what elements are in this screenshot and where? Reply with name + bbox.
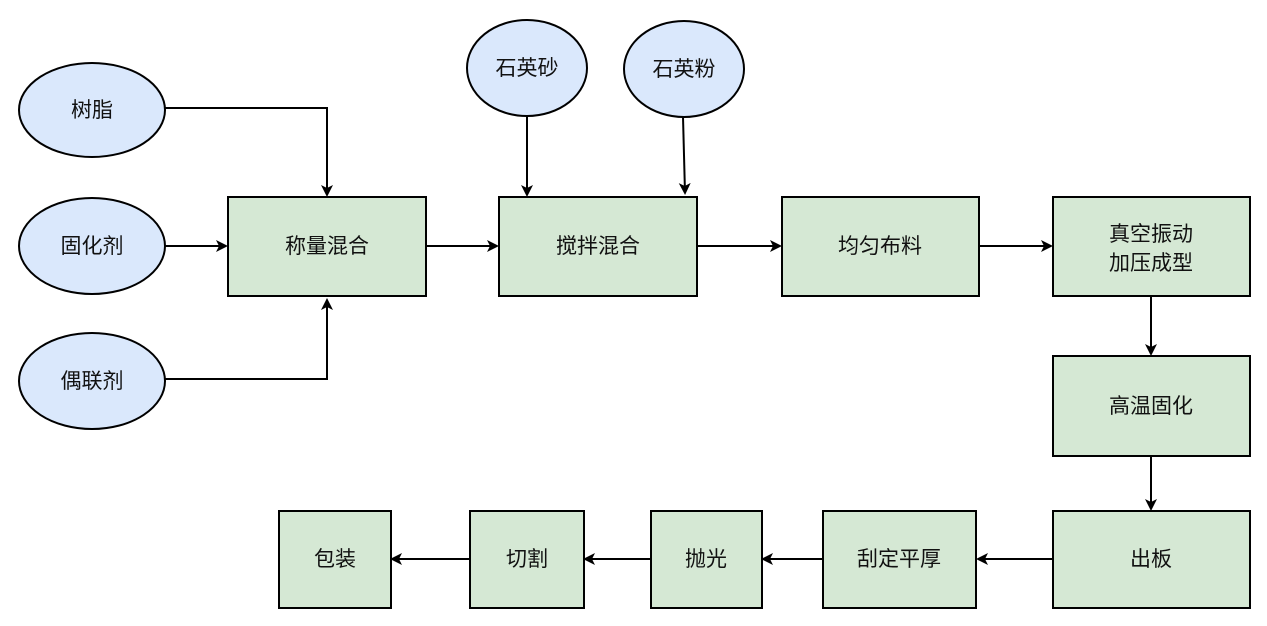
input-quartz-sand: 石英砂 bbox=[466, 19, 588, 117]
step-vacuum-press-label-line2: 加压成型 bbox=[1109, 251, 1193, 275]
step-scrape-level: 刮定平厚 bbox=[822, 510, 977, 609]
input-resin-label: 树脂 bbox=[71, 98, 113, 122]
step-package: 包装 bbox=[278, 510, 392, 609]
step-vacuum-press: 真空振动 加压成型 bbox=[1052, 196, 1251, 297]
edge-quartz-powder-to-stir bbox=[678, 116, 691, 195]
process-nodes: 称量混合 搅拌混合 均匀布料 真空振动 加压成型 高温固化 出板 刮定平厚 bbox=[227, 196, 1251, 609]
input-curing-agent-label: 固化剂 bbox=[61, 234, 124, 258]
step-high-temp-cure: 高温固化 bbox=[1052, 355, 1251, 457]
edge-resin-to-weigh bbox=[165, 107, 333, 197]
input-quartz-powder-label: 石英粉 bbox=[653, 57, 716, 81]
input-nodes: 树脂 固化剂 偶联剂 石英砂 石英粉 bbox=[18, 19, 745, 430]
input-coupling-agent-label: 偶联剂 bbox=[61, 369, 124, 393]
step-weigh-mix: 称量混合 bbox=[227, 196, 427, 297]
step-weigh-mix-label: 称量混合 bbox=[285, 234, 369, 258]
step-cut-label: 切割 bbox=[506, 547, 548, 571]
edge-coupling-to-weigh bbox=[165, 298, 333, 380]
step-cut: 切割 bbox=[469, 510, 585, 609]
step-stir-mix: 搅拌混合 bbox=[498, 196, 698, 297]
input-quartz-sand-label: 石英砂 bbox=[496, 56, 559, 80]
input-quartz-powder: 石英粉 bbox=[623, 20, 745, 118]
step-vacuum-press-label-line1: 真空振动 bbox=[1109, 222, 1193, 246]
step-scrape-level-label: 刮定平厚 bbox=[857, 547, 941, 571]
step-demold-label: 出板 bbox=[1130, 547, 1172, 571]
step-even-spread: 均匀布料 bbox=[781, 196, 980, 297]
step-demold: 出板 bbox=[1052, 510, 1251, 609]
edges bbox=[165, 107, 1157, 565]
step-high-temp-cure-label: 高温固化 bbox=[1109, 394, 1193, 418]
step-polish: 抛光 bbox=[650, 510, 763, 609]
step-stir-mix-label: 搅拌混合 bbox=[556, 234, 640, 258]
step-even-spread-label: 均匀布料 bbox=[838, 234, 922, 258]
input-curing-agent: 固化剂 bbox=[18, 197, 166, 295]
step-package-label: 包装 bbox=[314, 547, 356, 571]
input-resin: 树脂 bbox=[18, 62, 166, 158]
input-coupling-agent: 偶联剂 bbox=[18, 332, 166, 430]
step-polish-label: 抛光 bbox=[685, 547, 727, 571]
